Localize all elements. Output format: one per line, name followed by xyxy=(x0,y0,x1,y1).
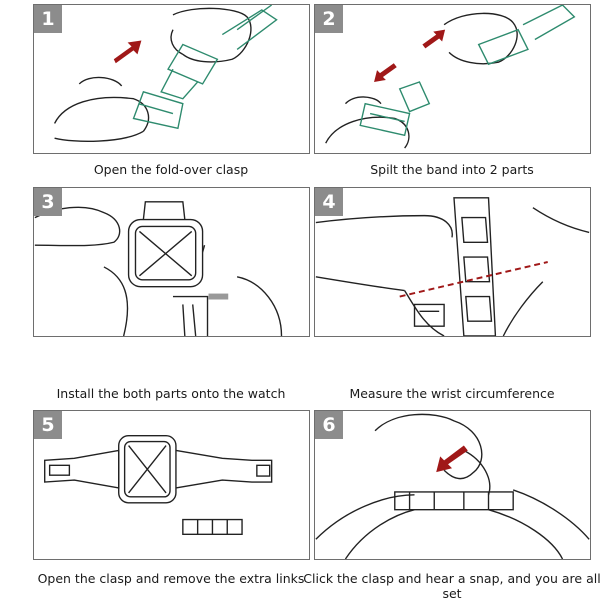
step-2-panel: 2 xyxy=(314,4,591,154)
step-number-badge: 4 xyxy=(315,188,343,216)
open-clasp-illustration xyxy=(53,5,278,143)
step-number-badge: 2 xyxy=(315,5,343,33)
step-4-caption: Measure the wrist circumference xyxy=(349,386,555,401)
measure-wrist-illustration xyxy=(315,197,590,336)
step-2-caption: Spilt the band into 2 parts xyxy=(370,162,534,177)
step-number-badge: 1 xyxy=(34,5,62,33)
remove-links-illustration xyxy=(44,434,273,536)
step-6-caption: Click the clasp and hear a snap, and you… xyxy=(303,571,600,601)
step-5-caption: Open the clasp and remove the extra link… xyxy=(37,571,305,586)
click-clasp-illustration xyxy=(315,413,590,559)
install-band-illustration xyxy=(34,201,283,336)
step-3-panel: 3 xyxy=(33,187,310,337)
step-1-caption: Open the fold-over clasp xyxy=(93,162,249,177)
step-number-badge: 3 xyxy=(34,188,62,216)
step-6-panel: 6 xyxy=(314,410,591,560)
step-5-panel: 5 xyxy=(33,410,310,560)
step-1-panel: 1 xyxy=(33,4,310,154)
step-number-badge: 6 xyxy=(315,411,343,439)
step-3-caption: Install the both parts onto the watch xyxy=(56,386,286,401)
step-number-badge: 5 xyxy=(34,411,62,439)
step-4-panel: 4 xyxy=(314,187,591,337)
split-band-illustration xyxy=(325,5,576,149)
